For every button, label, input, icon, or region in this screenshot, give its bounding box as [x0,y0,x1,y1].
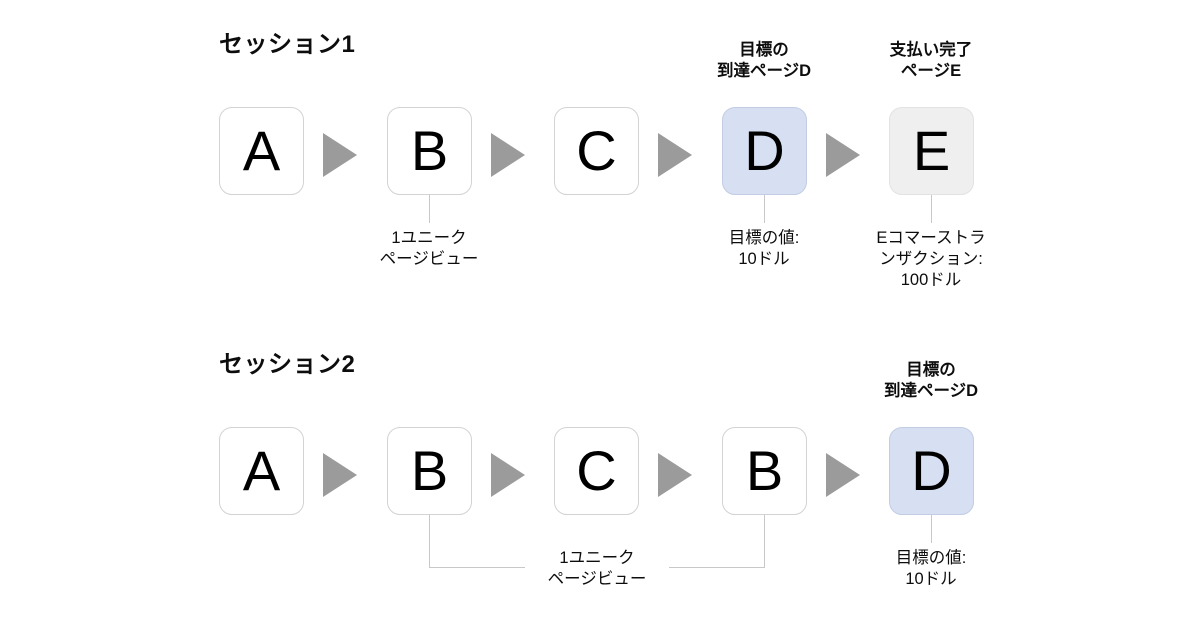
arrow-icon-s2-4 [826,453,860,497]
page-box-s1-d-goal[interactable]: D [722,107,807,195]
page-letter: C [576,439,617,502]
page-letter: A [242,439,281,502]
arrow-icon-s1-1 [323,133,357,177]
page-box-s2-b2[interactable]: B [722,427,807,515]
session-2-title: セッション2 [219,351,356,378]
label-s2-unique-pageview: 1ユニーク ページビュー [547,549,647,589]
connector-s1-d [764,195,765,223]
label-s2-d-goal-title: 目標の 到達ページD [883,361,979,401]
page-box-s2-c[interactable]: C [554,427,639,515]
page-box-s2-d-goal[interactable]: D [889,427,974,515]
label-s1-b-unique-pageview: 1ユニーク ページビュー [379,229,479,269]
page-box-s1-a[interactable]: A [219,107,304,195]
arrow-icon-s1-3 [658,133,692,177]
bracket-label-gap [525,560,669,574]
page-box-s1-c[interactable]: C [554,107,639,195]
page-letter: B [410,119,449,182]
connector-s1-e [931,195,932,223]
connector-s1-b [429,195,430,223]
page-letter: D [744,119,785,182]
page-letter: B [745,439,784,502]
page-letter: C [576,119,617,182]
label-s1-e-title: 支払い完了 ページE [889,41,973,81]
page-box-s1-b[interactable]: B [387,107,472,195]
arrow-icon-s1-2 [491,133,525,177]
page-letter: B [410,439,449,502]
page-box-s2-a[interactable]: A [219,427,304,515]
arrow-icon-s2-3 [658,453,692,497]
page-box-s1-e-ecommerce[interactable]: E [889,107,974,195]
label-s1-d-goal-title: 目標の 到達ページD [716,41,812,81]
page-letter: E [912,119,951,182]
page-box-s2-b1[interactable]: B [387,427,472,515]
label-s1-e-transaction-value: Eコマーストラ ンザクション: 100ドル [876,229,986,290]
session-1-title: セッション1 [219,31,356,58]
label-s1-d-goal-value: 目標の値: 10ドル [728,229,800,269]
arrow-icon-s1-4 [826,133,860,177]
label-s2-d-goal-value: 目標の値: 10ドル [895,549,967,589]
connector-s2-d [931,515,932,543]
page-letter: D [911,439,952,502]
page-letter: A [242,119,281,182]
arrow-icon-s2-2 [491,453,525,497]
arrow-icon-s2-1 [323,453,357,497]
